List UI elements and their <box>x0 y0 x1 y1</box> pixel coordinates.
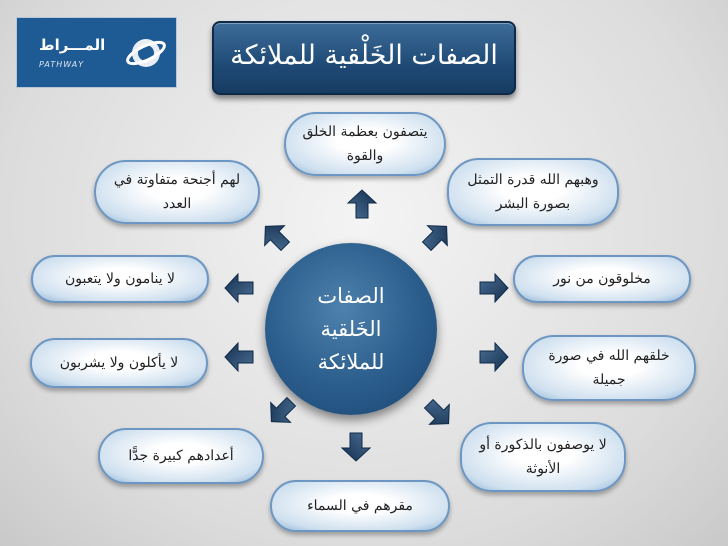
node-mid-right: مخلوقون من نور <box>513 255 691 303</box>
center-line-2: الخَلقية <box>320 316 382 341</box>
node-upper-right: وهبهم الله قدرة التمثل بصورة البشر <box>447 158 619 226</box>
logo-arabic-text: المـــراط <box>39 36 106 54</box>
node-top: يتصفون بعظمة الخلق والقوة <box>284 112 446 176</box>
pathway-logo: المـــراط PATHWAY <box>17 18 176 87</box>
orbit-logo-icon <box>126 39 166 67</box>
arrow-low-left-icon <box>224 341 254 373</box>
node-upper-left: لهم أجنحة متفاوتة في العدد <box>94 160 260 224</box>
arrow-low-right-icon <box>479 341 509 373</box>
arrow-bottom-right-icon <box>423 398 450 425</box>
arrow-upper-left-icon <box>264 225 291 252</box>
center-line-3: للملائكة <box>317 349 385 374</box>
node-mid-left: لا ينامون ولا يتعبون <box>31 255 209 303</box>
node-bottom-right: لا يوصفون بالذكورة أو الأنوثة <box>460 422 626 492</box>
node-low-right: خلقهم الله في صورة جميلة <box>522 335 696 401</box>
arrow-mid-left-icon <box>224 272 254 304</box>
node-low-left: لا يأكلون ولا يشربون <box>30 338 208 388</box>
logo-english-text: PATHWAY <box>39 60 85 69</box>
center-circle: الصفات الخَلقية للملائكة <box>265 243 437 415</box>
arrow-upper-right-icon <box>421 225 448 252</box>
arrow-bottom-left-icon <box>270 396 297 423</box>
arrow-bottom-icon <box>340 432 372 462</box>
center-line-1: الصفات <box>317 283 385 308</box>
page-title: الصفات الخَلْقية للملائكة <box>212 21 516 95</box>
node-bottom: مقرهم في السماء <box>270 480 450 532</box>
node-bottom-left: أعدادهم كبيرة جدًّا <box>98 428 264 484</box>
arrow-top-icon <box>346 189 378 219</box>
center-label: الصفات الخَلقية للملائكة <box>291 280 411 379</box>
arrow-mid-right-icon <box>479 272 509 304</box>
